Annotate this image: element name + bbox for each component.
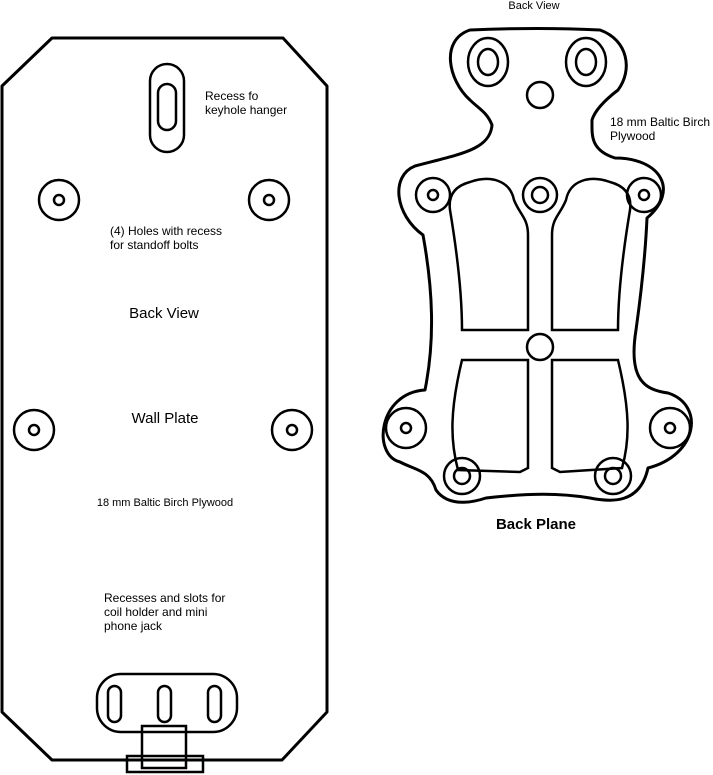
center-hole [525, 332, 555, 362]
back-plane-material: Plywood [610, 129, 655, 143]
standoff-hole [270, 408, 314, 452]
window-cutout [550, 177, 632, 332]
keyhole-label: Recess fo [205, 89, 259, 103]
mount-hole [564, 36, 608, 88]
wall-plate: Recess fo keyhole hanger (4) Holes with … [0, 36, 329, 774]
holes-label: (4) Holes with recess [110, 224, 222, 238]
mount-hole [442, 456, 482, 496]
mount-hole [414, 176, 452, 214]
keyhole-label: keyhole hanger [205, 103, 287, 117]
wall-plate-outline [0, 36, 329, 762]
standoff-hole [12, 408, 56, 452]
wall-plate-title: Wall Plate [132, 410, 199, 427]
back-plane-view-label: Back View [508, 0, 559, 12]
standoff-hole [37, 178, 81, 222]
mount-hole [384, 406, 428, 450]
top-center-hole [525, 80, 555, 110]
back-plane-title: Back Plane [496, 516, 576, 533]
wall-plate-material: 18 mm Baltic Birch Plywood [97, 497, 233, 509]
recess-label: Recesses and slots for [104, 591, 225, 605]
window-cutout [448, 177, 530, 332]
mount-hole [625, 176, 663, 214]
holes-label: for standoff bolts [110, 238, 199, 252]
standoff-hole [247, 178, 291, 222]
window-cutout [550, 358, 629, 474]
back-plane-material: 18 mm Baltic Birch [610, 115, 710, 129]
recess-label: coil holder and mini [104, 605, 207, 619]
mount-hole [593, 456, 633, 496]
mount-hole [521, 176, 559, 214]
coil-holder-recess [95, 672, 239, 734]
keyhole-recess [148, 62, 186, 154]
back-plane-outline [381, 27, 693, 504]
phone-jack-slot [125, 724, 205, 774]
window-cutout [451, 358, 530, 474]
mount-hole [648, 406, 692, 450]
mount-hole [466, 36, 510, 88]
recess-label: phone jack [104, 619, 163, 633]
back-plane: Back View 18 mm Baltic Birch Plywood Bac… [381, 0, 710, 533]
wall-plate-view-label: Back View [129, 305, 199, 322]
